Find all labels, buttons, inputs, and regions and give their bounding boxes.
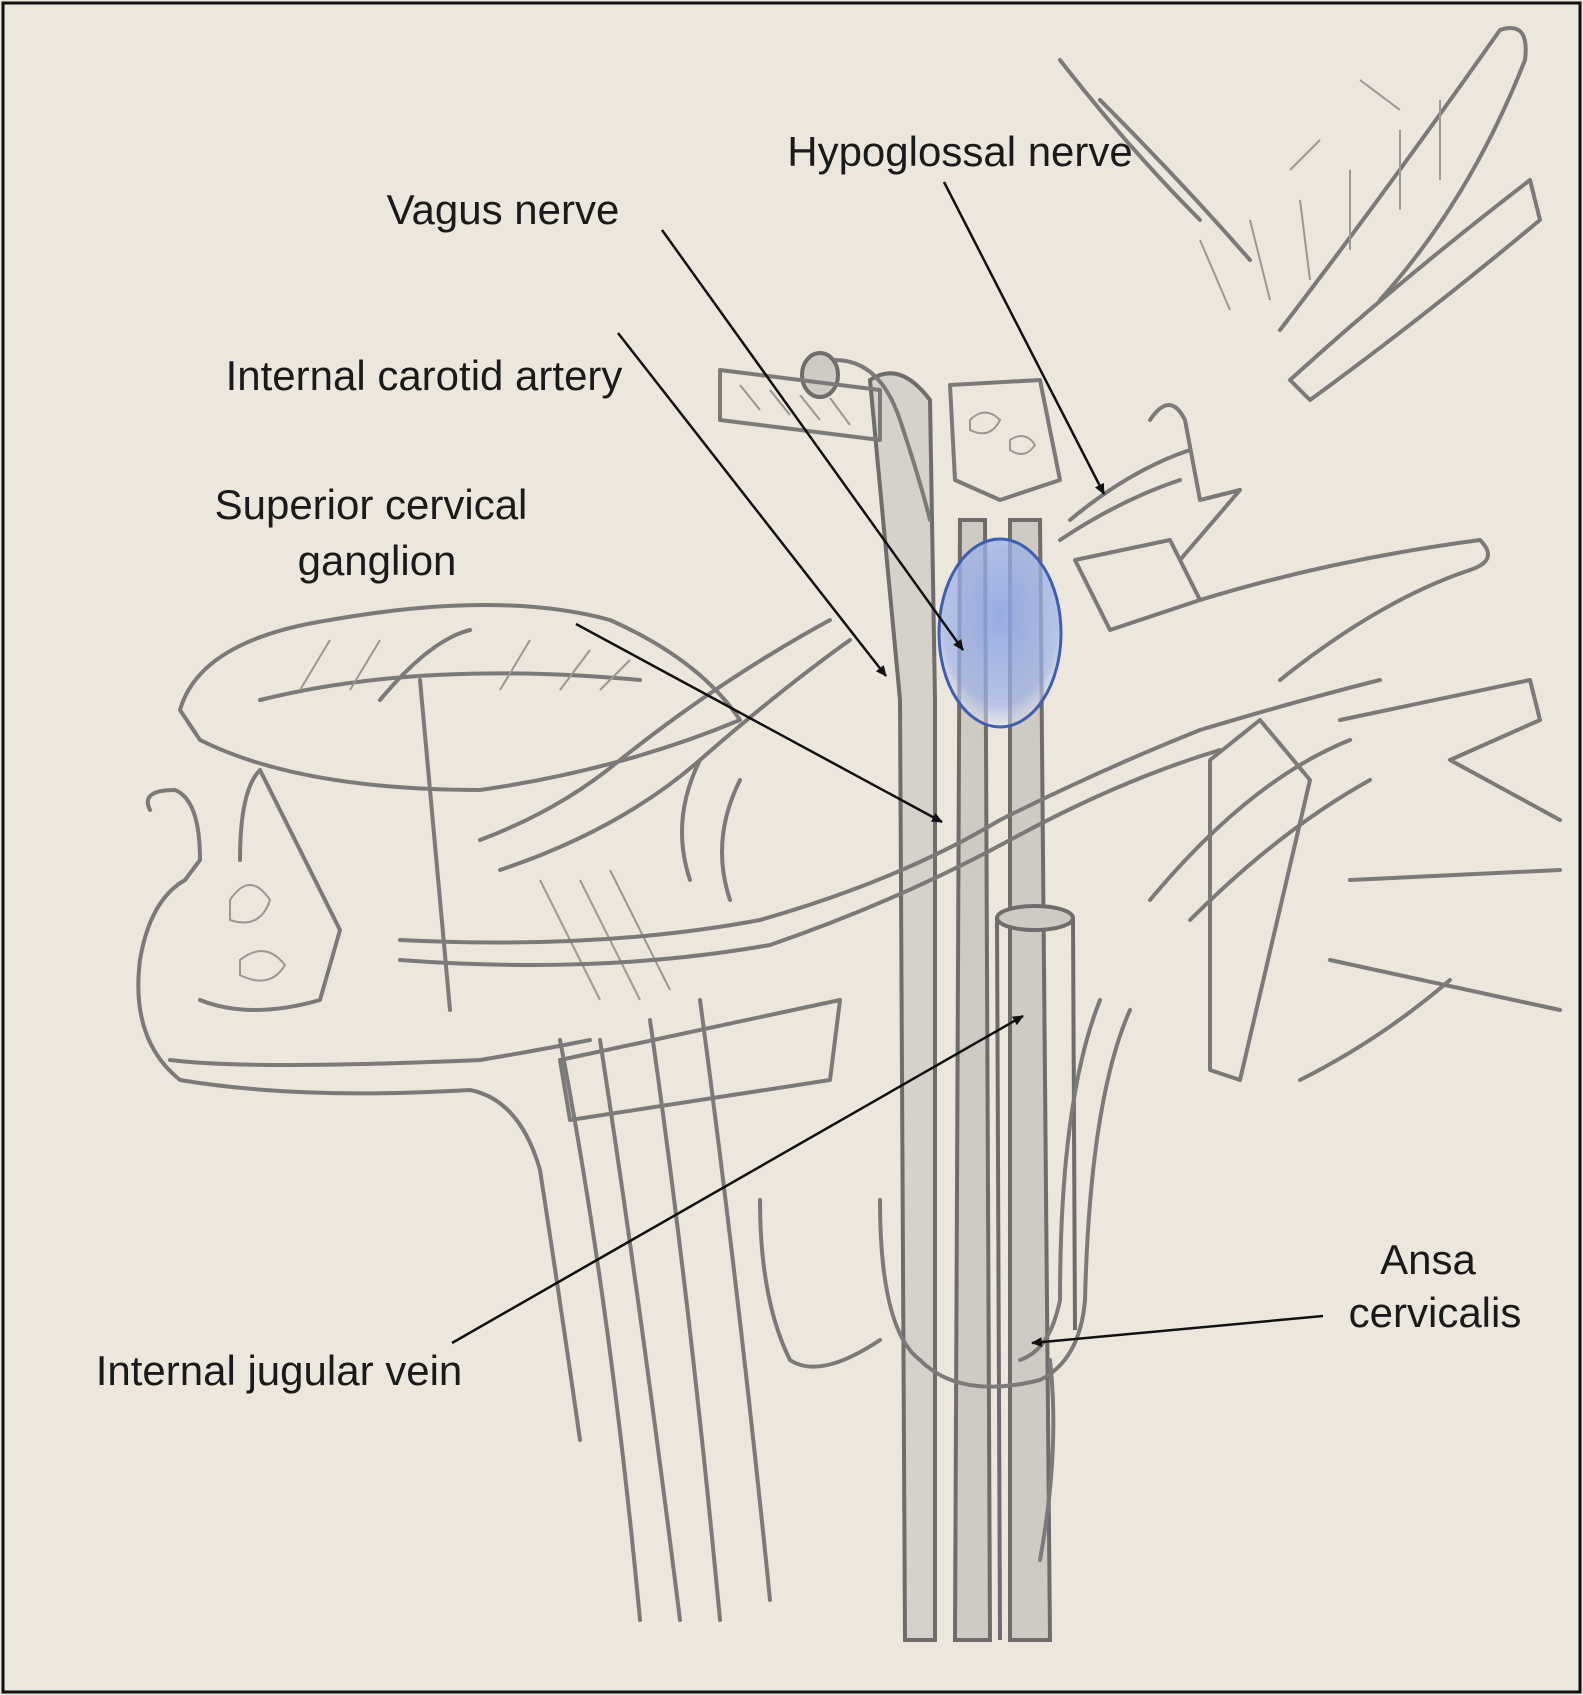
label-internal-carotid-artery: Internal carotid artery	[226, 352, 623, 399]
hypoglossal-pointer	[942, 181, 1106, 495]
vagus-pointer	[660, 229, 965, 651]
tongue-muscle-sketch	[178, 603, 742, 1012]
vessels-sketch	[800, 351, 1077, 1642]
label-ansa-cervicalis-2: cervicalis	[1349, 1289, 1522, 1336]
label-vagus-nerve: Vagus nerve	[387, 186, 620, 233]
label-hypoglossal-nerve: Hypoglossal nerve	[787, 128, 1133, 175]
label-ansa-cervicalis-1: Ansa	[1380, 1236, 1476, 1283]
scg-pointer	[575, 622, 943, 824]
mandible-sketch	[136, 768, 592, 1442]
label-superior-cervical-ganglion-1: Superior cervical	[215, 481, 528, 528]
neck-muscles-sketch	[478, 618, 852, 1622]
ansa-pointer	[1031, 1314, 1324, 1348]
label-superior-cervical-ganglion-2: ganglion	[298, 537, 457, 584]
highlight-ellipse	[937, 537, 1063, 729]
nerves-sketch	[398, 448, 1382, 1562]
skull-base-sketch	[718, 26, 1562, 1082]
label-internal-jugular-vein: Internal jugular vein	[96, 1347, 463, 1394]
ica-pointer	[617, 332, 887, 677]
ijv-pointer	[451, 1014, 1024, 1345]
